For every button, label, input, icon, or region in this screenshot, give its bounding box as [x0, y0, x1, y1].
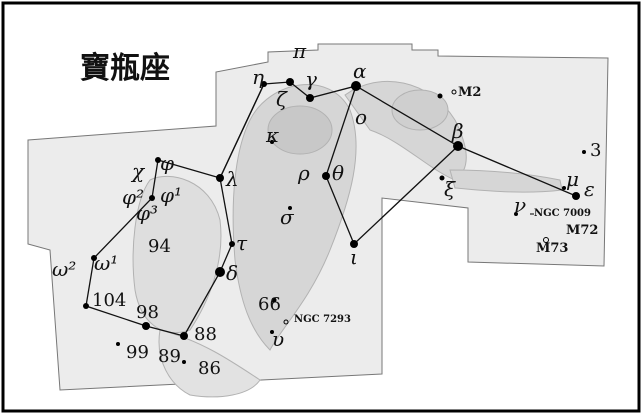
label-89: 89: [158, 346, 181, 367]
water-bearer-figure: [132, 80, 563, 398]
label-nu: ν: [514, 193, 526, 217]
label-3: 3: [590, 140, 601, 161]
label-tau: τ: [236, 231, 248, 255]
label-kappa: κ: [265, 123, 279, 147]
label-gamma: γ: [305, 67, 317, 91]
constellation-lines: [85, 81, 577, 337]
label-ngc7009: NGC 7009: [534, 208, 591, 219]
label-m72: M72: [566, 223, 598, 238]
label-phi2: φ²: [122, 185, 144, 209]
label-zeta: ζ: [276, 87, 288, 111]
label-ngc7293: NGC 7293: [294, 314, 351, 325]
label-eta: η: [252, 65, 264, 89]
label-alpha: α: [353, 59, 367, 83]
label-xi: ξ: [444, 177, 456, 201]
label-lambda: λ: [225, 167, 239, 191]
label-epsilon: ε: [584, 177, 595, 201]
label-phi3: φ³: [136, 201, 158, 225]
label-m73: M73: [536, 241, 568, 256]
label-mu: μ: [566, 167, 579, 191]
label-omega2: ω²: [52, 257, 76, 281]
label-omicron: ο: [355, 105, 367, 129]
chart-title: 寶瓶座: [80, 51, 170, 86]
label-omega1: ω¹: [94, 251, 118, 275]
label-86: 86: [198, 358, 221, 379]
label-m2: M2: [458, 85, 481, 100]
deep-sky-labels: M2 NGC 7009 M72 M73 NGC 7293: [294, 85, 598, 325]
label-66: 66: [258, 294, 281, 315]
label-104: 104: [92, 290, 126, 311]
label-pi: π: [292, 39, 307, 63]
label-phi1: φ¹: [160, 183, 182, 207]
number-labels: 3 94 104 98 99 89 88 86 66: [92, 140, 601, 379]
stars: [83, 78, 586, 364]
label-delta: δ: [226, 261, 238, 285]
label-rho: ρ: [297, 161, 310, 185]
label-99: 99: [126, 342, 149, 363]
deep-sky-markers: [283, 89, 549, 325]
label-94: 94: [148, 236, 171, 257]
label-sigma: σ: [280, 205, 295, 229]
label-88: 88: [194, 324, 217, 345]
label-iota: ι: [350, 245, 358, 269]
label-chi: χ: [130, 159, 146, 183]
label-beta: β: [451, 119, 464, 143]
greek-labels: π η γ ζ α ο κ β χ φ φ² φ¹ φ³ λ ρ θ ξ ν μ…: [52, 39, 595, 351]
label-theta: θ: [332, 161, 344, 185]
label-phi: φ: [160, 151, 174, 175]
label-upsilon: υ: [272, 327, 284, 351]
label-98: 98: [136, 302, 159, 323]
